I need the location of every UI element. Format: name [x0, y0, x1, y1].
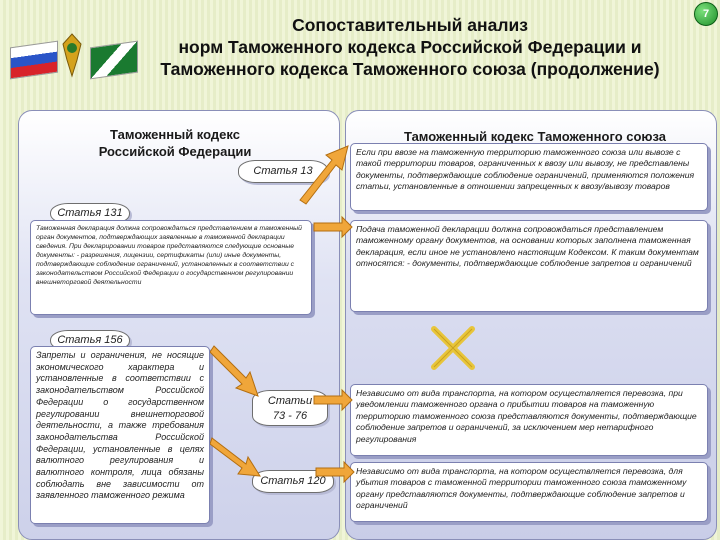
articles-73-76-line-1: Статьи: [267, 395, 313, 407]
left-column-title: Таможенный кодекс Российской Федерации: [60, 126, 290, 160]
cu-box-2: Подача таможенной декларации должна сопр…: [350, 220, 708, 312]
title-line-3: Таможенного кодекса Таможенного союза (п…: [160, 59, 660, 79]
title-line-1: Сопоставительный анализ: [292, 15, 528, 35]
slide-header: Сопоставительный анализ норм Таможенного…: [0, 0, 720, 98]
article-156-text-box: Запреты и ограничения, не носящие эконом…: [30, 346, 210, 524]
arrow-156-to-article-120: [210, 437, 261, 477]
cross-mark-icon: [431, 326, 475, 370]
customs-emblem-icon: [62, 33, 82, 78]
page-title: Сопоставительный анализ норм Таможенного…: [100, 14, 720, 80]
arrow-156-to-articles-73-76: [210, 345, 259, 397]
left-title-line-1: Таможенный кодекс: [110, 127, 240, 142]
articles-73-76-line-2: 73 - 76: [272, 410, 308, 422]
arrow-13-to-box-1: [299, 145, 349, 205]
title-line-2: норм Таможенного кодекса Российской Феде…: [178, 37, 642, 57]
left-title-line-2: Российской Федерации: [98, 144, 252, 159]
arrow-120-to-box-4: [315, 460, 355, 484]
right-column-title: Таможенный кодекс Таможенного союза: [403, 129, 667, 144]
page-number-badge: 7: [694, 2, 718, 26]
cu-box-3: Независимо от вида транспорта, на которо…: [350, 384, 708, 456]
arrow-73-76-to-box-3: [313, 388, 353, 412]
cu-box-1: Если при ввозе на таможенную территорию …: [350, 143, 708, 211]
article-13-tag: Статья 13: [238, 160, 328, 183]
cu-box-4: Независимо от вида транспорта, на которо…: [350, 462, 708, 522]
russian-flag-icon: [10, 40, 58, 80]
arrow-131-to-box-2: [313, 215, 353, 239]
article-156-tag: Статья 156: [50, 330, 130, 351]
article-131-text-box: Таможенная декларация должна сопровождат…: [30, 220, 312, 315]
article-120-tag: Статья 120: [252, 470, 334, 493]
